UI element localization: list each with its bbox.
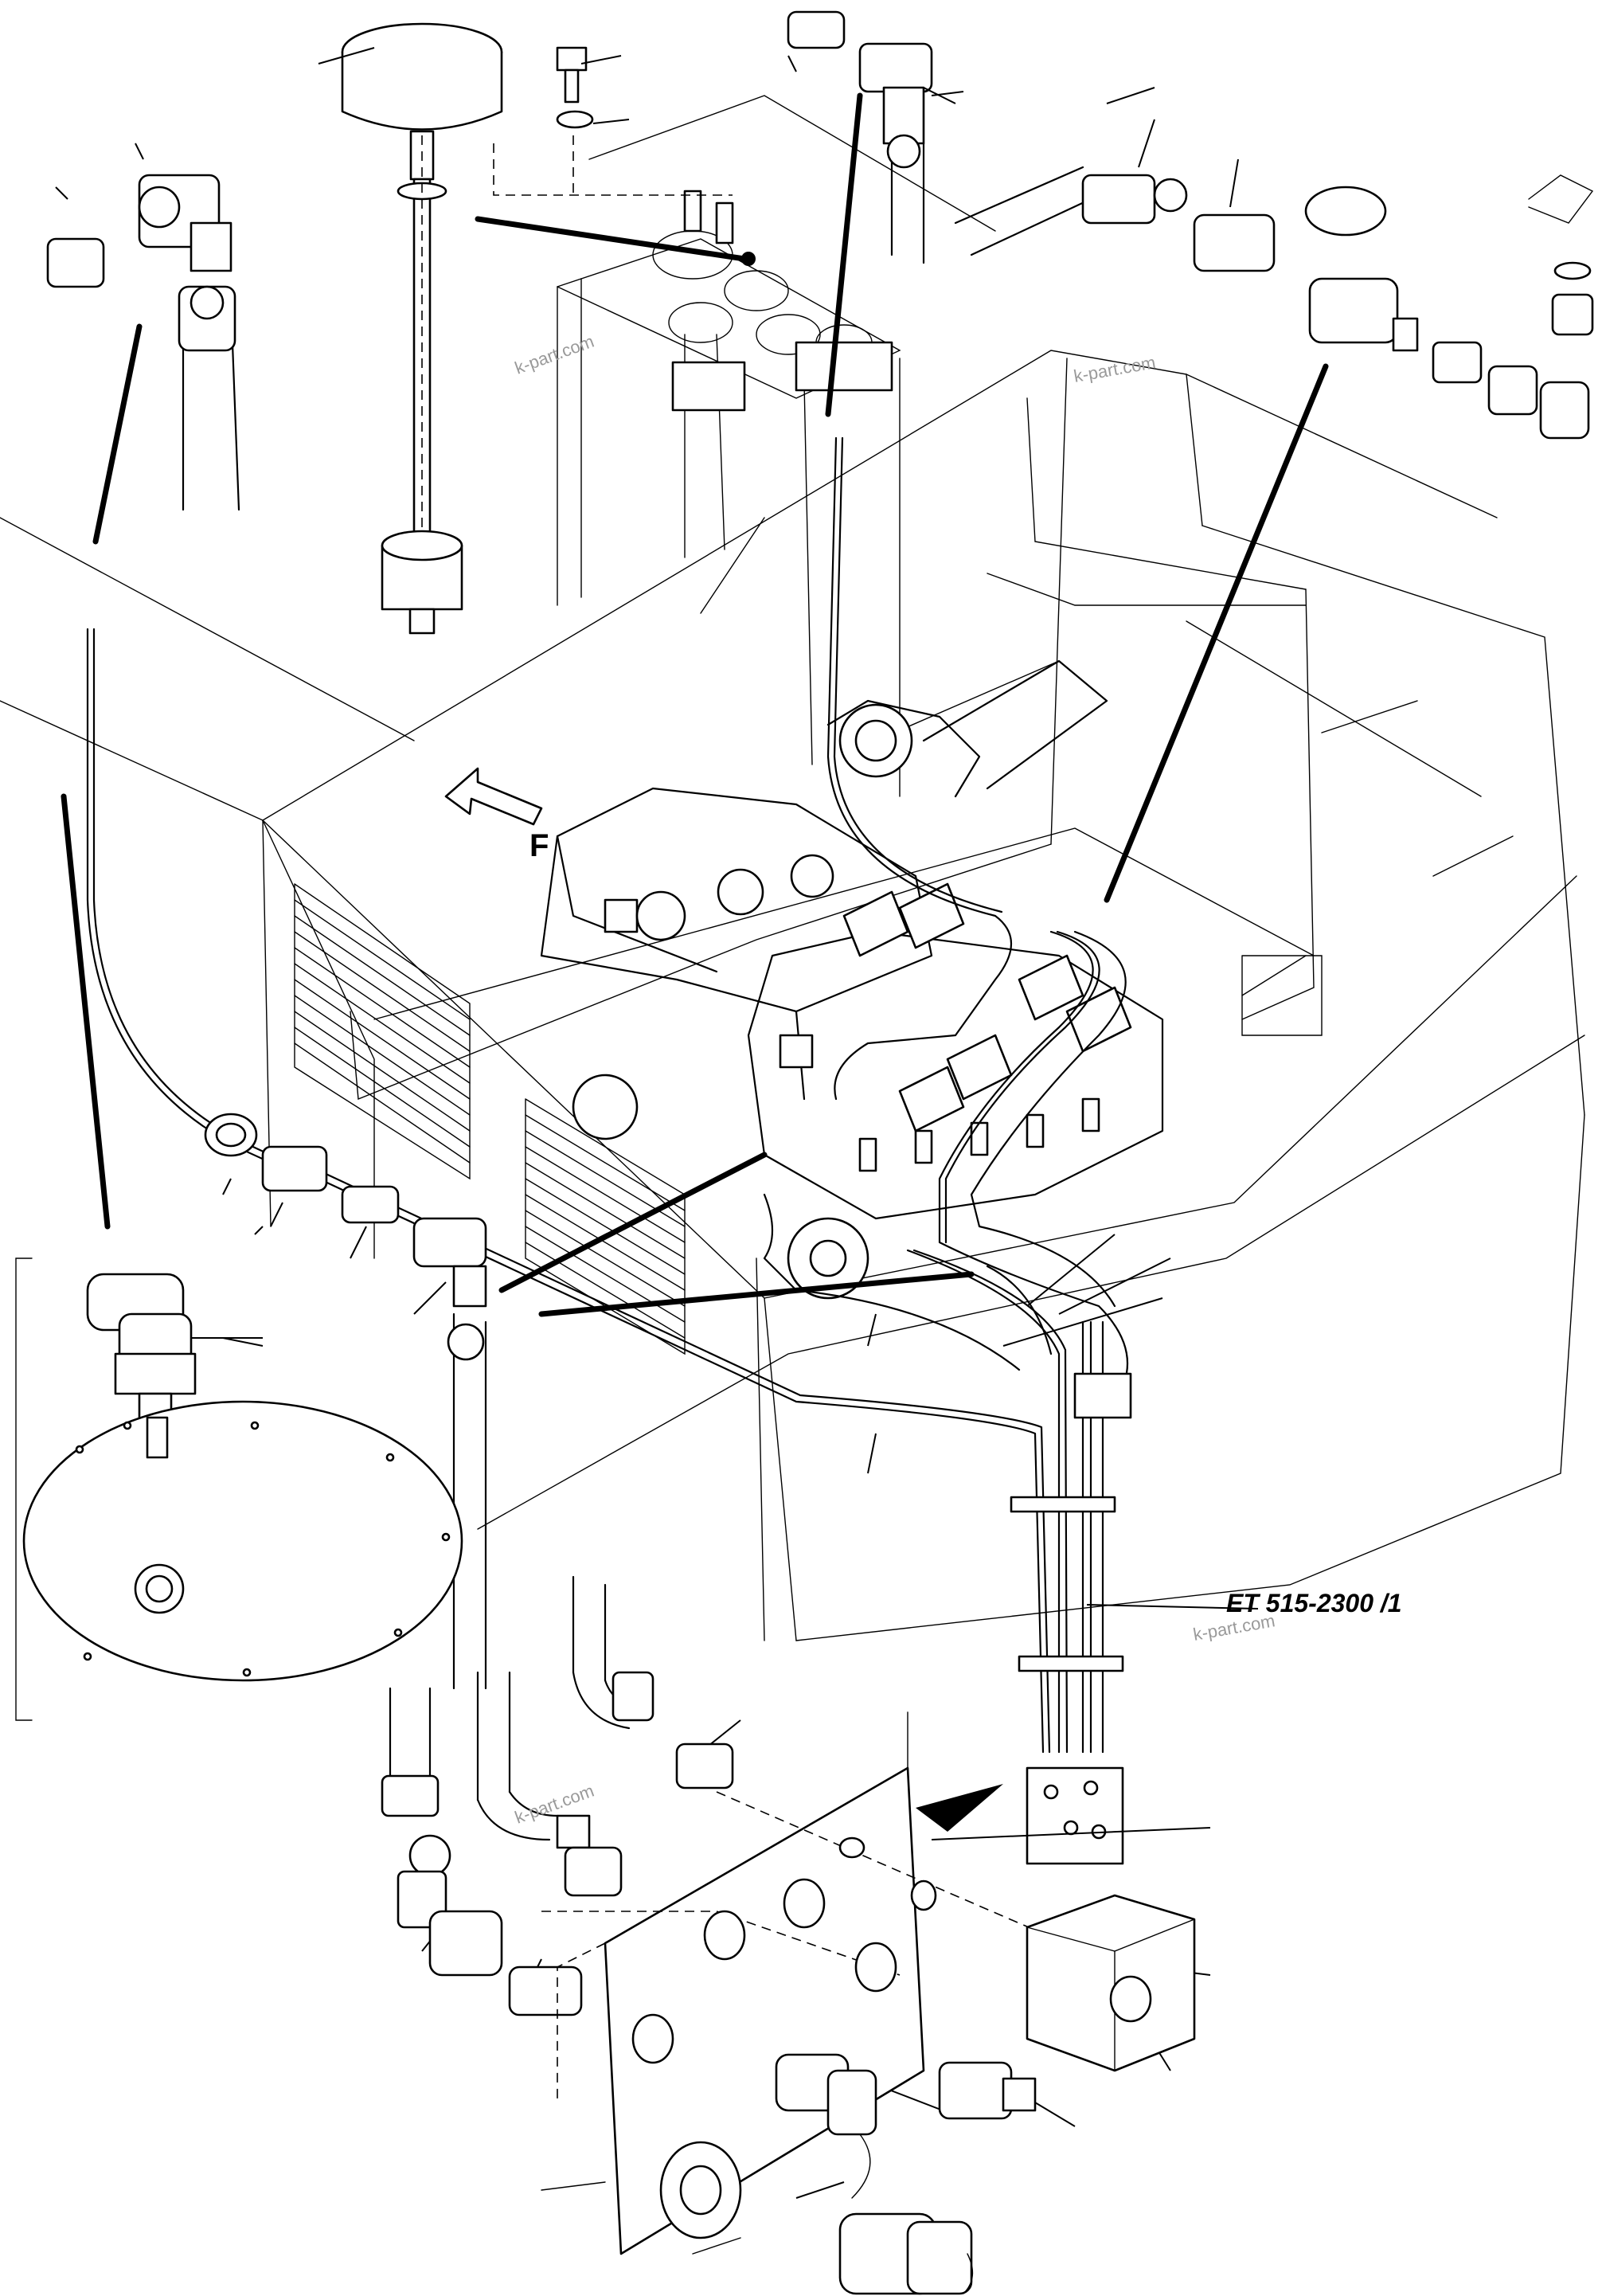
machine-housing [0, 350, 1585, 1641]
fitting-top-center [787, 10, 964, 169]
quick-couplings [775, 2053, 1037, 2295]
lower-connectors [381, 1671, 734, 2016]
vent-grille-right [525, 1098, 686, 1355]
direction-arrow: F [444, 767, 549, 863]
vent-grille-left [294, 883, 471, 1180]
screw-and-washer [493, 46, 733, 196]
engine [540, 659, 1164, 1300]
direction-label: F [529, 828, 549, 863]
float-level-assembly [341, 22, 503, 635]
fitting-chain-left [204, 1113, 487, 1361]
watermark: k-part.com [1073, 352, 1158, 386]
elbow-and-plate-group [15, 1258, 463, 1721]
fitting-top-left [46, 143, 236, 352]
callout-leaders [61, 92, 1329, 1832]
reference-label: ET 515-2300 /1 [1226, 1589, 1402, 1617]
valve-block [541, 1711, 1195, 2255]
tank-column [557, 95, 996, 797]
control-box [1026, 1894, 1196, 2072]
watermark: k-part.com [512, 331, 596, 378]
fitting-top-right [1081, 119, 1594, 440]
